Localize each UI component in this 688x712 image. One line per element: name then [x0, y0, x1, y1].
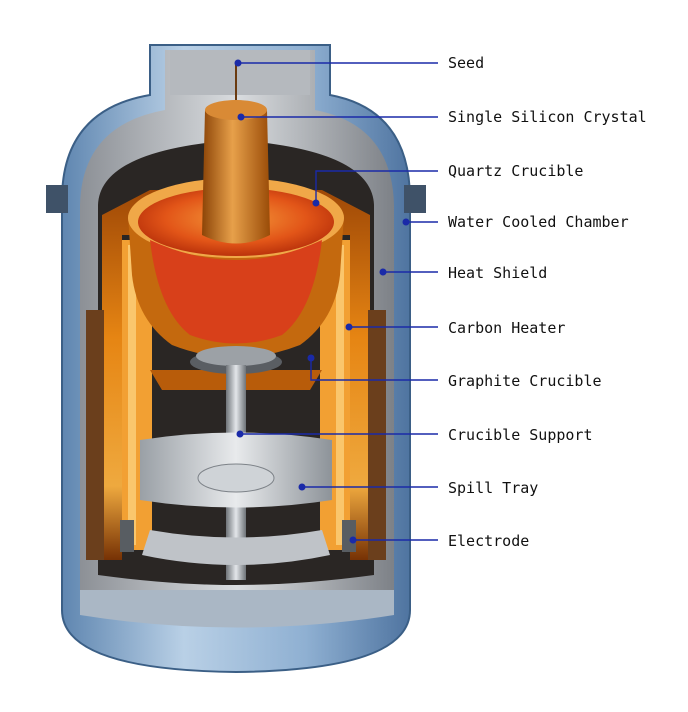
flange-left — [46, 185, 68, 213]
label-spill-tray: Spill Tray — [448, 479, 538, 497]
leader-dot-support — [236, 430, 244, 438]
labels: Seed Single Silicon Crystal Quartz Cruci… — [448, 54, 647, 550]
leader-dot-shield — [379, 268, 387, 276]
label-water-cooled-chamber: Water Cooled Chamber — [448, 213, 629, 231]
leader-dot-chamber — [402, 218, 410, 226]
label-electrode: Electrode — [448, 532, 529, 550]
label-crucible-support: Crucible Support — [448, 426, 593, 444]
leader-dot-electrode — [349, 536, 357, 544]
label-heat-shield: Heat Shield — [448, 264, 547, 282]
spill-tray — [140, 432, 332, 565]
leader-dot-quartz — [312, 199, 320, 207]
leader-lines — [234, 59, 438, 544]
single-silicon-crystal — [202, 62, 270, 244]
label-single-silicon-crystal: Single Silicon Crystal — [448, 108, 647, 126]
leader-dot-spill — [298, 483, 306, 491]
leader-dot-crystal — [237, 113, 245, 121]
label-quartz-crucible: Quartz Crucible — [448, 162, 583, 180]
leader-dot-seed — [234, 59, 242, 67]
leader-dot-heater — [345, 323, 353, 331]
leader-graphite — [310, 358, 438, 381]
leader-quartz — [315, 170, 438, 203]
chamber-base — [80, 590, 394, 628]
label-seed: Seed — [448, 54, 484, 72]
flange-right — [404, 185, 426, 213]
label-graphite-crucible: Graphite Crucible — [448, 372, 602, 390]
label-carbon-heater: Carbon Heater — [448, 319, 565, 337]
leader-dot-graphite — [307, 354, 315, 362]
electrode — [120, 520, 356, 552]
